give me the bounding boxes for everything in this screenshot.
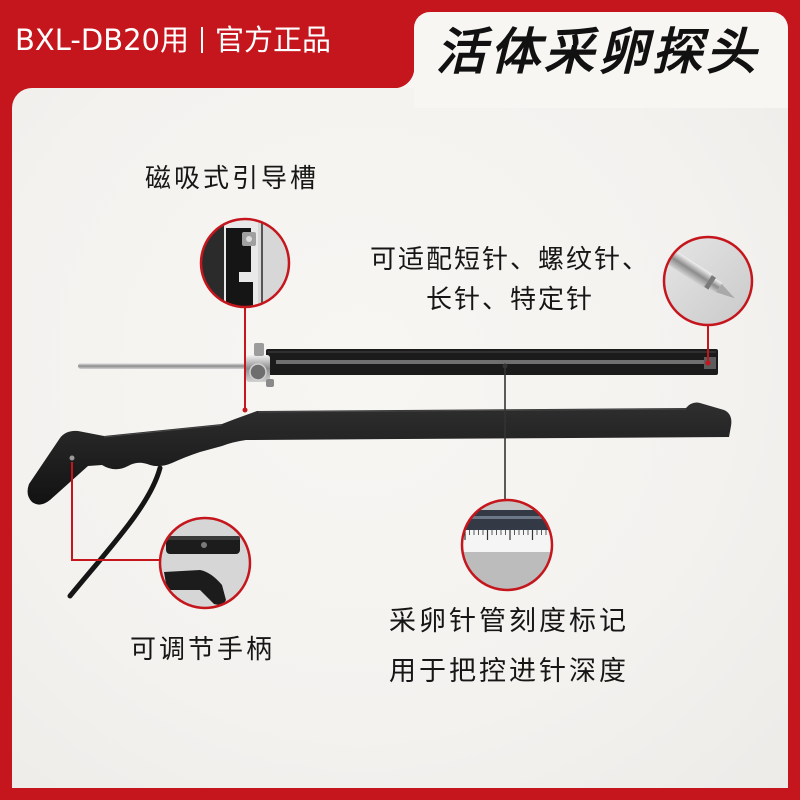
needle-tip-closeup [662,235,754,327]
leader-needle-tip [705,325,711,366]
needle-compat-caption: 可适配短针、螺纹针、 长针、特定针 [360,240,660,320]
needle-compat-line-1: 可适配短针、螺纹针、 [369,245,650,275]
scale-line-1: 采卵针管刻度标记 [389,606,629,637]
guide-slot-closeup [199,217,291,309]
brand-banner: BXL-DB20用 官方正品 [15,20,331,60]
needle-rod [78,363,250,369]
needle-guide-tube [266,349,718,375]
scale-closeup [460,498,554,592]
authentic-label: 官方正品 [215,23,332,57]
model-label: BXL-DB20用 [15,23,190,57]
banner-separator [201,27,204,53]
tab-corner [394,68,414,88]
handle-caption: 可调节手柄 [130,635,276,665]
probe-cable [67,465,163,599]
handle-button [69,455,75,461]
product-title: 活体采卵探头 [436,23,760,81]
leader-scale [502,363,508,500]
scale-caption: 采卵针管刻度标记 用于把控进针深度 [389,597,629,697]
handle-closeup [158,516,252,610]
scale-line-2: 用于把控进针深度 [389,656,629,687]
title-tab [414,12,788,108]
leader-guide-slot [242,307,248,413]
leader-handle [71,462,160,561]
probe-body-highlight [103,408,687,438]
probe-body [27,402,732,505]
needle-compat-line-2: 长针、特定针 [425,285,594,315]
guide-clamp [246,343,274,387]
guide-slot-caption: 磁吸式引导槽 [145,164,320,194]
